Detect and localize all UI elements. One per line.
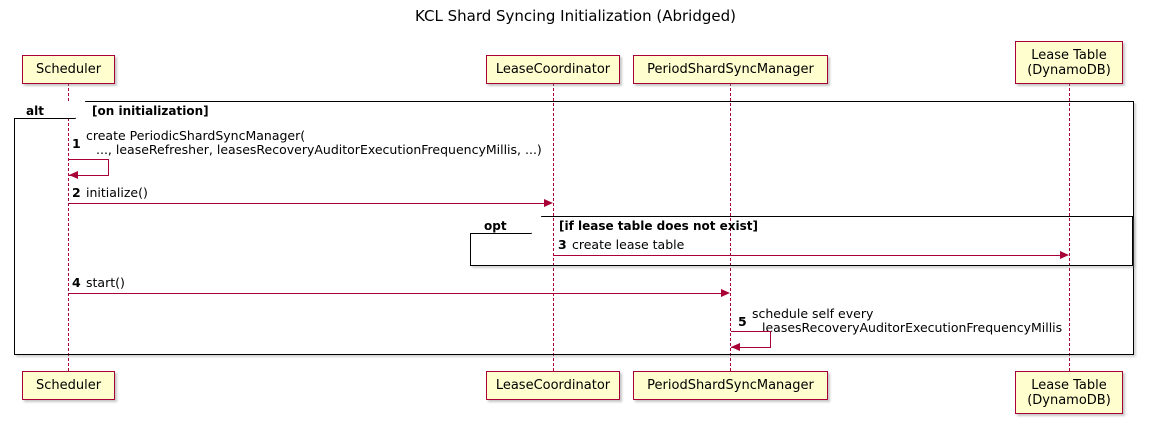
participant-periodshardsyncmanager-top-label: PeriodShardSyncManager bbox=[647, 62, 814, 77]
message-1-label-line2: ..., leaseRefresher, leasesRecoveryAudit… bbox=[96, 142, 542, 157]
message-5-label-line1: schedule self every bbox=[752, 306, 874, 321]
participant-leasetable-bottom[interactable]: Lease Table (DynamoDB) bbox=[1015, 371, 1123, 414]
participant-scheduler-top[interactable]: Scheduler bbox=[22, 55, 115, 84]
message-5-self-loop bbox=[731, 331, 771, 348]
participant-leasetable-bottom-label: Lease Table (DynamoDB) bbox=[1027, 377, 1111, 408]
message-1-arrowhead bbox=[69, 171, 78, 179]
message-2-number: 2 bbox=[72, 185, 81, 200]
alt-fragment-operator: alt bbox=[26, 104, 44, 118]
diagram-title: KCL Shard Syncing Initialization (Abridg… bbox=[415, 7, 736, 25]
participant-leasecoordinator-top-label: LeaseCoordinator bbox=[495, 62, 611, 77]
message-4-label: start() bbox=[86, 275, 125, 290]
alt-fragment-tab bbox=[14, 99, 86, 119]
participant-scheduler-bottom-label: Scheduler bbox=[35, 378, 102, 393]
message-1-label-line1: create PeriodicShardSyncManager( bbox=[86, 128, 306, 143]
lifeline-leasetable bbox=[1069, 83, 1070, 371]
message-2-arrowhead bbox=[544, 199, 553, 207]
participant-leasecoordinator-top[interactable]: LeaseCoordinator bbox=[486, 55, 620, 84]
message-3-label: create lease table bbox=[572, 237, 685, 252]
lifeline-leasecoordinator bbox=[553, 83, 554, 371]
message-2-line bbox=[69, 203, 544, 204]
participant-leasetable-top-label: Lease Table (DynamoDB) bbox=[1027, 47, 1111, 78]
message-5-label-line2: leasesRecoveryAuditorExecutionFrequencyM… bbox=[762, 320, 1063, 335]
message-2-label: initialize() bbox=[86, 185, 148, 200]
participant-periodshardsyncmanager-bottom[interactable]: PeriodShardSyncManager bbox=[633, 371, 828, 400]
participant-scheduler-bottom[interactable]: Scheduler bbox=[22, 371, 115, 400]
message-4-line bbox=[69, 293, 721, 294]
message-3-number: 3 bbox=[558, 237, 567, 252]
participant-periodshardsyncmanager-top[interactable]: PeriodShardSyncManager bbox=[633, 55, 828, 84]
participant-periodshardsyncmanager-bottom-label: PeriodShardSyncManager bbox=[647, 378, 814, 393]
participant-leasecoordinator-bottom[interactable]: LeaseCoordinator bbox=[486, 371, 620, 400]
lifeline-periodshardsyncmanager bbox=[730, 83, 731, 371]
message-1-self-loop bbox=[69, 159, 109, 176]
alt-fragment-guard: [on initialization] bbox=[92, 104, 209, 118]
participant-scheduler-top-label: Scheduler bbox=[35, 62, 102, 77]
message-4-arrowhead bbox=[721, 289, 730, 297]
opt-fragment-tab bbox=[470, 214, 542, 234]
participant-leasetable-top[interactable]: Lease Table (DynamoDB) bbox=[1015, 41, 1123, 84]
opt-fragment-guard: [if lease table does not exist] bbox=[559, 219, 759, 233]
lifeline-scheduler bbox=[68, 83, 69, 371]
message-5-arrowhead bbox=[731, 343, 740, 351]
message-3-line bbox=[554, 255, 1060, 256]
opt-fragment-frame bbox=[470, 216, 1133, 266]
message-1-number: 1 bbox=[72, 136, 81, 151]
message-4-number: 4 bbox=[72, 275, 81, 290]
alt-fragment-frame bbox=[14, 101, 1134, 355]
opt-fragment-operator: opt bbox=[484, 219, 507, 233]
message-3-arrowhead bbox=[1060, 251, 1069, 259]
participant-leasecoordinator-bottom-label: LeaseCoordinator bbox=[495, 378, 611, 393]
message-5-number: 5 bbox=[738, 314, 747, 329]
